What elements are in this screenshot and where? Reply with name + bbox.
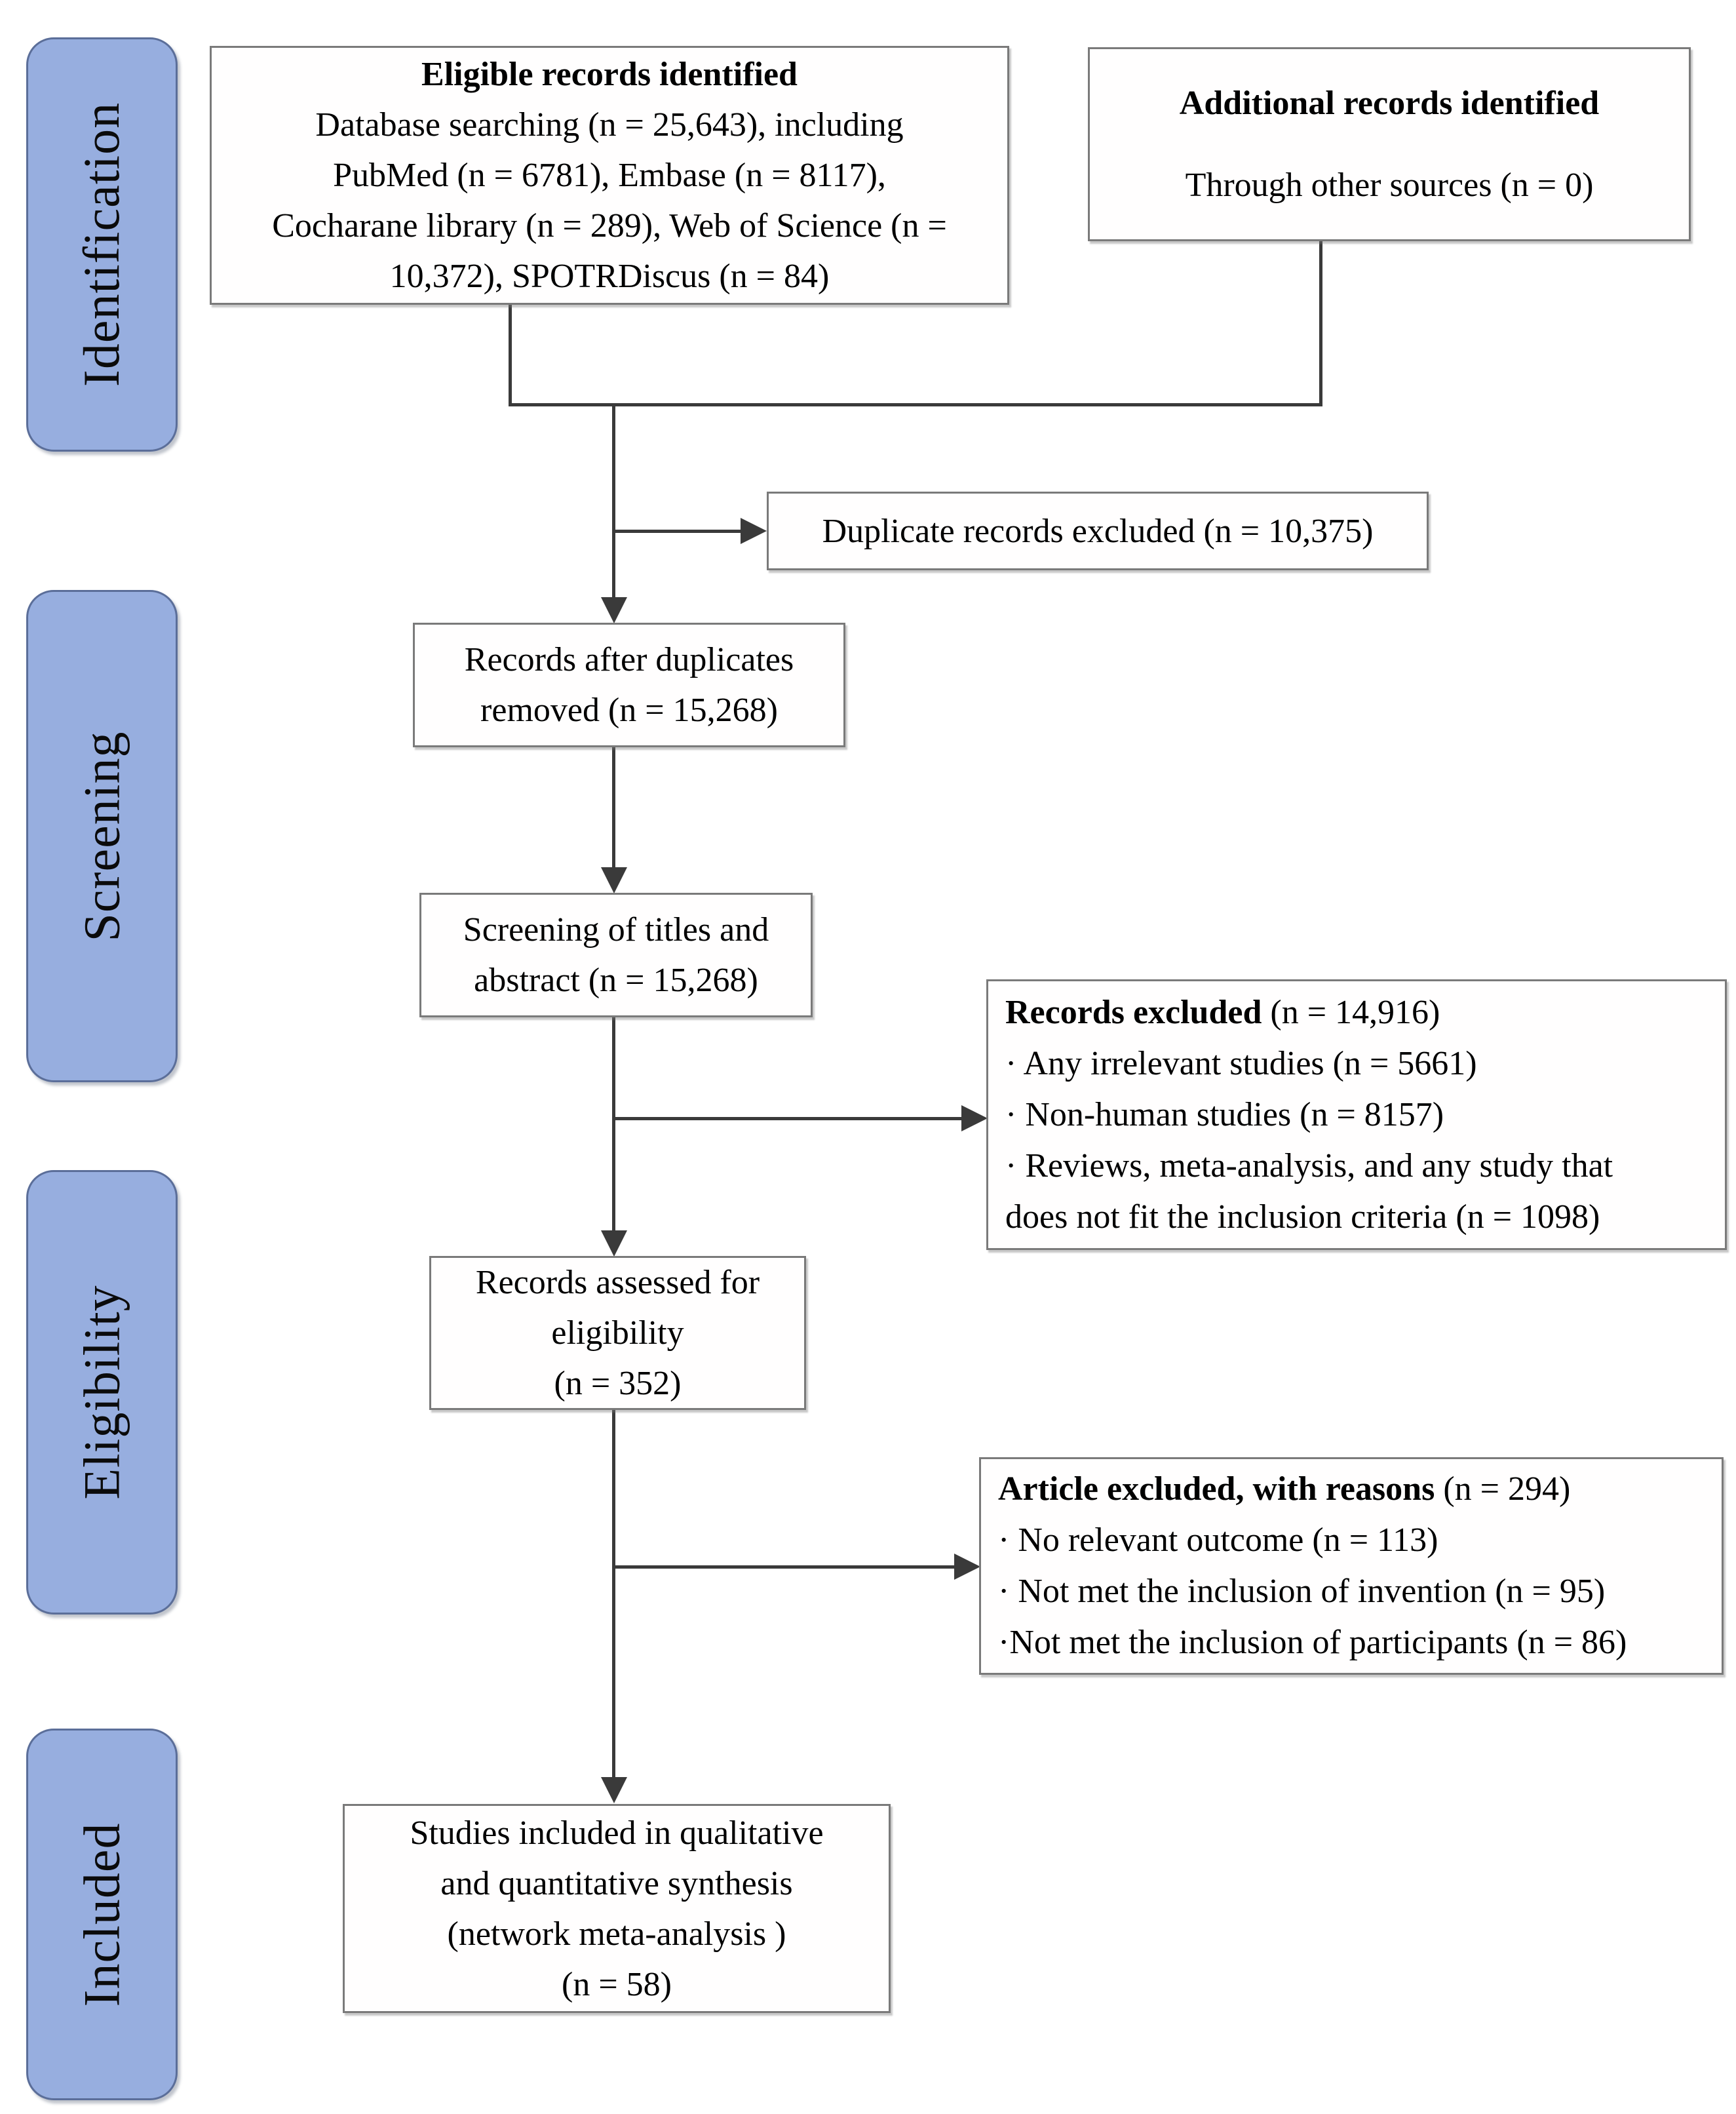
- box-after-duplicates-line: removed (n = 15,268): [480, 692, 778, 729]
- stage-included-label: Included: [73, 1822, 130, 2006]
- box-article-excluded-bullet: ·Not met the inclusion of participants (…: [998, 1624, 1627, 1661]
- arrowhead-down-assessed: [601, 1230, 627, 1257]
- arrowhead-down-after-duplicates: [601, 597, 627, 623]
- box-records-assessed: Records assessed for eligibility (n = 35…: [429, 1256, 806, 1410]
- box-after-duplicates: Records after duplicates removed (n = 15…: [413, 623, 845, 747]
- box-duplicates-excluded: Duplicate records excluded (n = 10,375): [767, 492, 1429, 570]
- stage-eligibility: Eligibility: [26, 1170, 178, 1615]
- box-included-studies-line: and quantitative synthesis: [440, 1864, 793, 1902]
- stage-eligibility-label: Eligibility: [73, 1285, 130, 1500]
- box-article-excluded-bullet: · No relevant outcome (n = 113): [998, 1521, 1438, 1559]
- box-eligible-line: PubMed (n = 6781), Embase (n = 8117),: [333, 157, 886, 194]
- box-records-excluded-bullet: · Reviews, meta-analysis, and any study …: [1005, 1146, 1613, 1184]
- box-additional-title: Additional records identified: [1179, 85, 1600, 122]
- box-article-excluded-title: Article excluded, with reasons (n = 294): [998, 1464, 1570, 1515]
- arrowhead-right-duplicates: [741, 518, 767, 544]
- box-article-excluded: Article excluded, with reasons (n = 294)…: [979, 1457, 1724, 1675]
- box-article-excluded-title-bold: Article excluded, with reasons: [998, 1470, 1435, 1508]
- connector-article-excluded-branch: [612, 1565, 954, 1569]
- stage-identification-label: Identification: [73, 102, 130, 387]
- arrowhead-right-records-excluded: [961, 1105, 988, 1131]
- box-eligible-line: Cocharane library (n = 289), Web of Scie…: [272, 207, 947, 245]
- connector-duplicates-branch: [612, 530, 741, 533]
- box-records-assessed-line: (n = 352): [554, 1365, 682, 1402]
- box-screening-titles-line: abstract (n = 15,268): [474, 962, 758, 999]
- box-records-excluded-bullet: · Non-human studies (n = 8157): [1005, 1095, 1444, 1133]
- box-records-assessed-line: Records assessed for: [475, 1264, 760, 1301]
- box-additional-records: Additional records identified Through ot…: [1088, 47, 1691, 241]
- box-records-excluded-title: Records excluded (n = 14,916): [1005, 987, 1440, 1038]
- connector-spine-1: [612, 403, 615, 598]
- box-article-excluded-title-rest: (n = 294): [1435, 1470, 1571, 1508]
- stage-included: Included: [26, 1729, 178, 2100]
- box-records-excluded-bullet: does not fit the inclusion criteria (n =…: [1005, 1198, 1600, 1236]
- box-article-excluded-bullet: · Not met the inclusion of invention (n …: [998, 1573, 1606, 1610]
- box-eligible-line: Database searching (n = 25,643), includi…: [315, 106, 904, 144]
- arrowhead-right-article-excluded: [954, 1554, 980, 1580]
- box-screening-titles: Screening of titles and abstract (n = 15…: [419, 893, 813, 1017]
- box-records-excluded-title-bold: Records excluded: [1005, 993, 1262, 1031]
- box-duplicates-excluded-line: Duplicate records excluded (n = 10,375): [822, 512, 1374, 550]
- box-records-excluded: Records excluded (n = 14,916) · Any irre…: [986, 979, 1727, 1250]
- box-included-studies-line: Studies included in qualitative: [410, 1814, 824, 1852]
- arrowhead-down-included: [601, 1777, 627, 1803]
- box-included-studies: Studies included in qualitative and quan…: [343, 1804, 891, 2013]
- connector-spine-3: [612, 1017, 615, 1231]
- connector-records-excluded-branch: [612, 1117, 961, 1120]
- connector-merge-horizontal: [509, 403, 1322, 406]
- box-records-excluded-title-rest: (n = 14,916): [1262, 993, 1440, 1031]
- connector-spine-4: [612, 1407, 615, 1778]
- box-eligible-records: Eligible records identified Database sea…: [210, 46, 1009, 305]
- box-records-assessed-line: eligibility: [551, 1314, 684, 1352]
- box-after-duplicates-line: Records after duplicates: [464, 641, 794, 678]
- box-eligible-title: Eligible records identified: [421, 56, 798, 93]
- connector-additional-down: [1319, 241, 1322, 406]
- box-screening-titles-line: Screening of titles and: [463, 911, 769, 949]
- connector-spine-2: [612, 747, 615, 868]
- arrowhead-down-screening: [601, 867, 627, 893]
- box-eligible-line: 10,372), SPOTRDiscus (n = 84): [389, 258, 830, 295]
- box-records-excluded-bullet: · Any irrelevant studies (n = 5661): [1005, 1044, 1477, 1082]
- box-included-studies-line: (network meta-analysis ): [447, 1915, 786, 1953]
- stage-identification: Identification: [26, 37, 178, 452]
- stage-screening-label: Screening: [73, 731, 130, 941]
- box-included-studies-line: (n = 58): [562, 1965, 672, 2003]
- connector-eligible-down: [509, 305, 512, 406]
- box-additional-line: Through other sources (n = 0): [1185, 166, 1594, 204]
- stage-screening: Screening: [26, 590, 178, 1082]
